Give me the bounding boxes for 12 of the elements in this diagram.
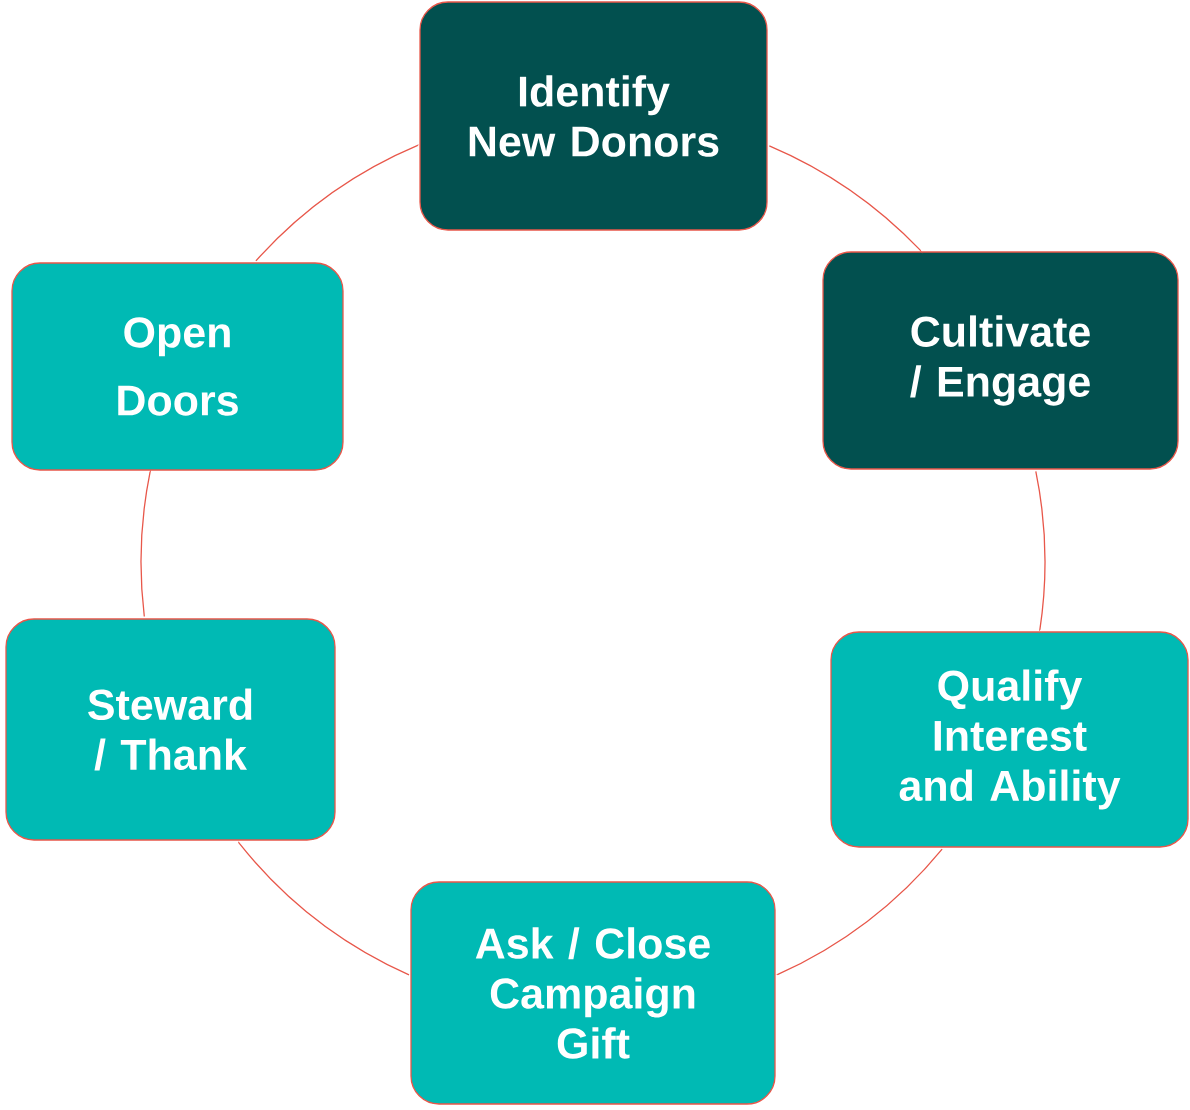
step-box: Identify New Donors bbox=[419, 1, 768, 231]
connector-arc bbox=[140, 471, 151, 618]
step-box: Cultivate / Engage bbox=[822, 251, 1179, 470]
step-box: Steward / Thank bbox=[5, 618, 336, 841]
connector-arc bbox=[768, 145, 921, 251]
step-box: Qualify Interest and Ability bbox=[830, 631, 1189, 848]
connector-arc bbox=[255, 144, 419, 262]
connector-arc bbox=[1035, 470, 1046, 631]
step-box: Ask / Close Campaign Gift bbox=[410, 881, 776, 1105]
step-box: Open Doors bbox=[11, 262, 344, 471]
connector-arc bbox=[776, 848, 943, 976]
connector-arc bbox=[237, 841, 410, 976]
